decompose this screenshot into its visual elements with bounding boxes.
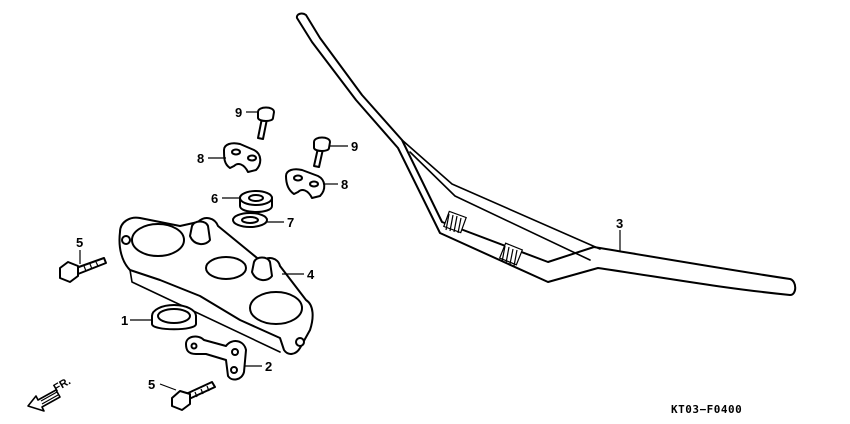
callout-3: 3	[616, 216, 623, 231]
callout-7: 7	[287, 215, 294, 230]
fork-hole-left	[131, 223, 185, 257]
bracket-hole-top	[231, 348, 239, 356]
holder-right-hole-2	[309, 180, 319, 188]
bolt-left	[59, 257, 107, 283]
bolt-bottom-head	[171, 390, 191, 411]
bracket	[185, 335, 247, 381]
front-label: FR.	[52, 375, 73, 394]
callout-8-left: 8	[197, 151, 204, 166]
diagram-code: KT03−F0400	[671, 403, 742, 416]
holder-upper-right	[285, 168, 326, 199]
washer	[232, 212, 268, 228]
holder-bolt-left-head	[257, 106, 275, 122]
bracket-hole-bottom	[230, 366, 238, 374]
collar-inner	[157, 308, 191, 324]
callout-5-bottom: 5	[148, 377, 155, 392]
holder-post-left	[189, 220, 211, 246]
bracket-hole-left	[190, 342, 198, 350]
handlebar-knurl-right	[498, 242, 524, 267]
fork-hole-right	[249, 291, 303, 325]
callout-9-left: 9	[235, 105, 242, 120]
holder-left-hole-2	[247, 154, 257, 162]
steering-collar	[151, 304, 197, 331]
bridge-edge	[129, 269, 281, 353]
handlebar	[295, 12, 797, 296]
callout-2: 2	[265, 359, 272, 374]
holder-right-hole	[293, 174, 303, 182]
washer-hole	[241, 216, 259, 224]
bridge-ear-left	[121, 235, 131, 245]
callout-4: 4	[307, 267, 315, 282]
callout-9-right: 9	[351, 139, 358, 154]
top-bridge	[118, 216, 314, 355]
handlebar-crossbar	[401, 139, 601, 250]
front-direction-indicator: FR.	[27, 375, 73, 412]
holder-upper-left	[223, 142, 262, 173]
callout-6: 6	[211, 191, 218, 206]
holder-bolt-left	[257, 106, 275, 140]
nut-hole	[248, 194, 264, 202]
nut	[239, 190, 273, 213]
callout-1: 1	[121, 313, 128, 328]
callout-numbers: 1 2 3 4 5 5 6 7 8 8 9 9	[76, 105, 623, 392]
leader-lines	[79, 111, 621, 391]
handlebar-knurl-left	[443, 210, 467, 234]
handlebar-crossbar-lower	[409, 151, 591, 261]
handlebar-tube	[295, 12, 797, 296]
holder-bolt-right-head	[313, 136, 331, 152]
callout-5-left: 5	[76, 235, 83, 250]
bolt-bottom	[171, 381, 216, 411]
holder-bolt-right	[313, 136, 331, 168]
holder-left-hole	[231, 148, 241, 156]
bolt-left-head	[59, 261, 79, 283]
bridge-ear-right	[295, 337, 305, 347]
leader-5b	[159, 383, 177, 391]
holder-post-right	[251, 256, 273, 282]
callout-8-right: 8	[341, 177, 348, 192]
stem-hole	[205, 256, 247, 280]
